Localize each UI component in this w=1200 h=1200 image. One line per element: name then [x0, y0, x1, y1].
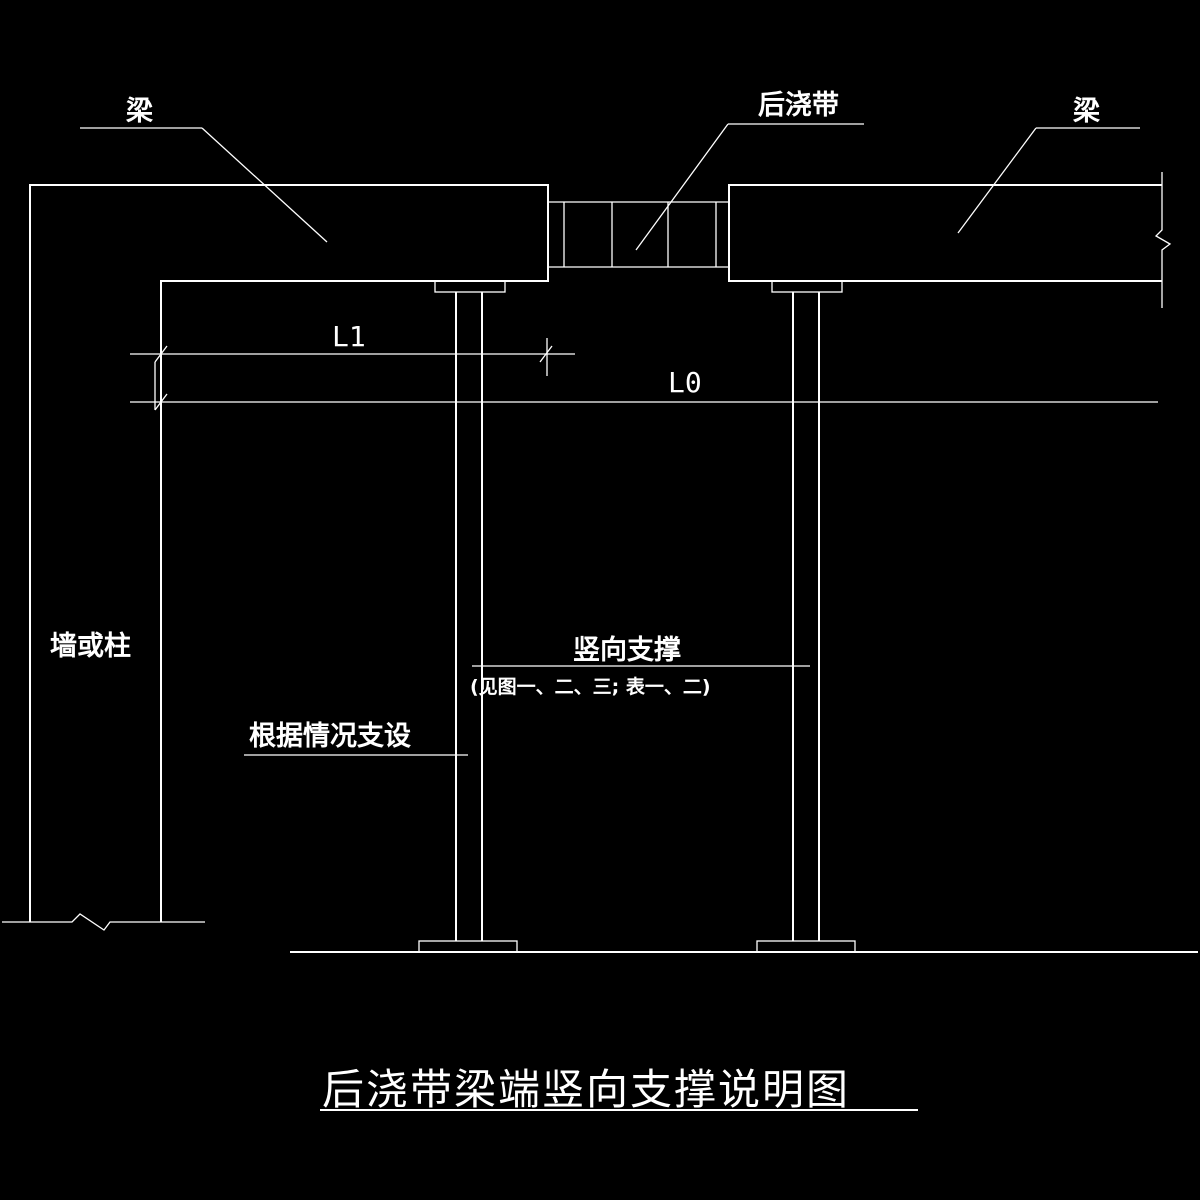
beam-right-label: 梁 — [1073, 96, 1100, 127]
dimension-l0-label: L0 — [668, 366, 702, 399]
beam-left-label: 梁 — [126, 96, 153, 127]
dimension-l1-label: L1 — [332, 320, 366, 353]
install-as-needed-label: 根据情况支设 — [249, 721, 411, 752]
wall-or-column-label: 墙或柱 — [50, 631, 131, 662]
vertical-support-label: 竖向支撑 — [573, 634, 681, 666]
left-vertical-support — [418, 280, 518, 953]
vertical-support-callout: 竖向支撑 (见图一、二、三; 表一、二) — [470, 634, 810, 698]
install-as-needed-callout: 根据情况支设 — [244, 721, 468, 756]
wall-base-break-line — [2, 913, 205, 931]
dimension-l0: L0 — [130, 362, 1158, 411]
post-pour-strip-zone — [548, 201, 729, 268]
beam-left-callout: 梁 — [80, 96, 328, 243]
post-pour-strip-callout: 后浇带 — [635, 90, 864, 251]
dimension-l1: L1 — [130, 320, 575, 376]
vertical-support-note: (见图一、二、三; 表一、二) — [470, 675, 711, 698]
left-wall-beam-outer — [29, 184, 549, 922]
right-vertical-support — [756, 280, 856, 953]
drawing-title: 后浇带梁端竖向支撑说明图 — [322, 1065, 850, 1114]
drawing-title-block: 后浇带梁端竖向支撑说明图 — [320, 1065, 918, 1114]
post-pour-strip-label: 后浇带 — [758, 90, 839, 121]
beam-right-callout: 梁 — [957, 96, 1140, 234]
right-beam-outline — [728, 184, 1162, 282]
right-beam-break-line — [1154, 172, 1172, 308]
